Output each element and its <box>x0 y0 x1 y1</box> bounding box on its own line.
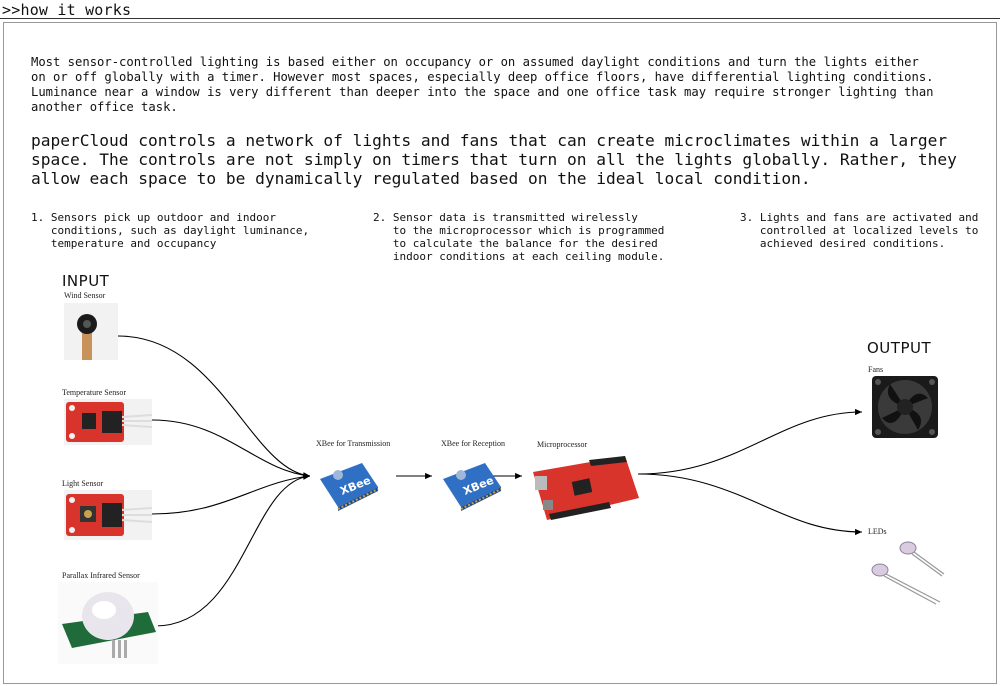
xbee-tx-caption: XBee for Transmission <box>316 439 391 448</box>
wire-wind-to-xbee <box>117 335 311 479</box>
wind-sensor-caption: Wind Sensor <box>64 291 106 300</box>
light-sensor-photo <box>64 490 152 540</box>
step-3-text: 3. Lights and fans are activated and con… <box>740 211 979 250</box>
led-photo <box>868 536 948 606</box>
xbee-rx-caption: XBee for Reception <box>441 439 505 448</box>
wire-light-to-xbee <box>151 473 311 515</box>
wire-temp-to-xbee <box>151 419 311 479</box>
light-sensor-caption: Light Sensor <box>62 479 104 488</box>
input-label: INPUT <box>62 272 110 290</box>
wire-micro-to-fan <box>637 408 863 475</box>
page-title: >>how it works <box>2 1 132 19</box>
microprocessor-photo <box>529 452 641 524</box>
xbee-tx-photo: XBee <box>316 457 382 513</box>
header: >>how it works <box>0 0 1000 20</box>
intro-paragraph-1: Most sensor-controlled lighting is based… <box>31 55 934 114</box>
wire-micro-to-leds <box>637 473 863 536</box>
pir-sensor-caption: Parallax Infrared Sensor <box>62 571 140 580</box>
step-1-text: 1. Sensors pick up outdoor and indoor co… <box>31 211 310 250</box>
content-frame <box>3 22 997 684</box>
output-label: OUTPUT <box>867 339 932 357</box>
temperature-sensor-caption: Temperature Sensor <box>62 388 127 397</box>
xbee-rx-photo: XBee <box>439 457 505 513</box>
header-divider <box>0 18 1000 19</box>
wind-sensor-photo <box>64 303 118 360</box>
wire-pir-to-xbee <box>154 473 311 627</box>
step-2-text: 2. Sensor data is transmitted wirelessly… <box>373 211 665 263</box>
temperature-sensor-photo <box>64 399 152 445</box>
pir-sensor-photo <box>58 582 158 664</box>
fans-caption: Fans <box>868 365 884 374</box>
leds-caption: LEDs <box>868 527 887 536</box>
microprocessor-caption: Microprocessor <box>537 440 588 449</box>
fan-photo <box>868 374 942 442</box>
intro-paragraph-2: paperCloud controls a network of lights … <box>31 131 957 188</box>
